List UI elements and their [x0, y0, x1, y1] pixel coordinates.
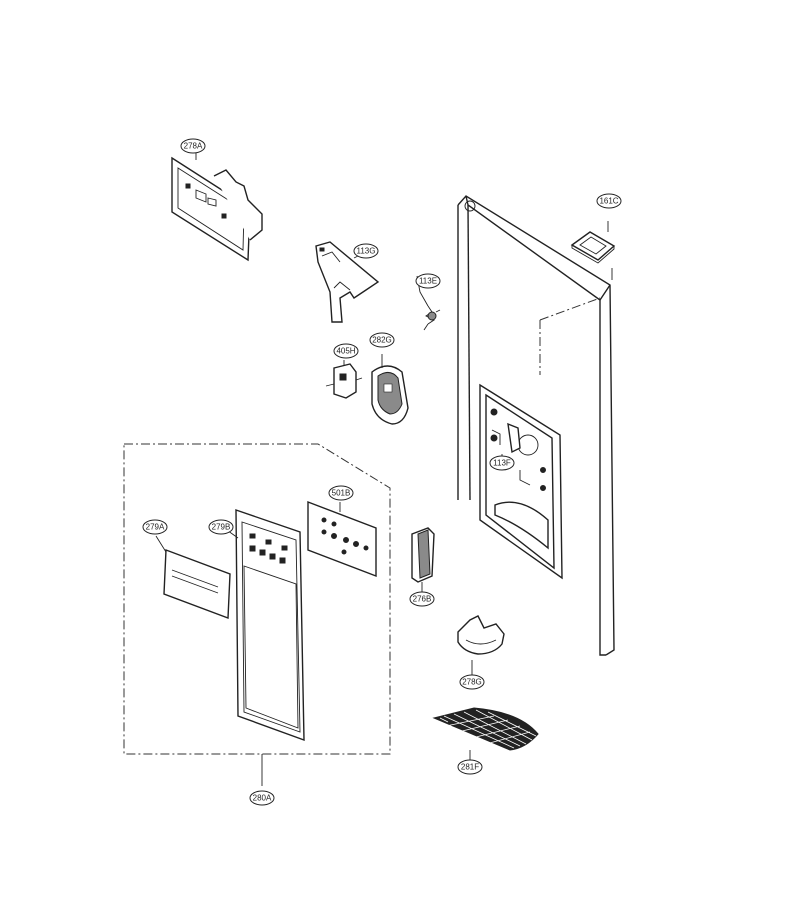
part-113f: [501, 422, 521, 458]
dispenser-recess: [479, 383, 563, 580]
svg-text:113F: 113F: [493, 459, 511, 468]
callout-280a: 280A: [249, 790, 275, 806]
part-276b: [411, 527, 435, 592]
assembly-280a-box: [123, 443, 391, 786]
callout-161c: 161C: [596, 193, 622, 209]
svg-text:278G: 278G: [462, 678, 482, 687]
svg-text:280A: 280A: [253, 794, 272, 803]
callout-405h: 405H: [333, 343, 359, 359]
callout-113e: 113E: [415, 273, 441, 289]
callout-276b: 276B: [409, 591, 435, 607]
part-113e: [416, 275, 441, 331]
svg-text:161C: 161C: [599, 197, 618, 206]
svg-text:282G: 282G: [372, 336, 392, 345]
svg-text:278A: 278A: [184, 142, 203, 151]
svg-text:113G: 113G: [357, 247, 376, 256]
callout-282g: 282G: [369, 332, 395, 348]
door-panel: [457, 195, 615, 656]
part-281f: [432, 707, 539, 760]
svg-text:113E: 113E: [419, 277, 437, 286]
part-278a: [171, 152, 263, 262]
part-278g: [457, 615, 505, 676]
part-282g: [371, 354, 409, 425]
svg-text:405H: 405H: [336, 347, 355, 356]
callout-279b: 279B: [208, 519, 234, 535]
part-279a: [155, 535, 231, 619]
part-501b: [307, 500, 377, 578]
callout-113f: 113F: [489, 455, 515, 471]
svg-text:501B: 501B: [332, 489, 351, 498]
callout-113g: 113G: [353, 243, 379, 259]
callout-278a: 278A: [180, 138, 206, 154]
svg-text:276B: 276B: [413, 595, 432, 604]
callout-501b: 501B: [328, 485, 354, 501]
part-113g: [315, 241, 380, 323]
part-279b: [223, 509, 305, 742]
part-405h: [325, 360, 363, 399]
callout-281f: 281F: [457, 759, 483, 775]
svg-text:281F: 281F: [461, 763, 479, 772]
callout-278g: 278G: [459, 674, 485, 690]
part-161c: [570, 221, 616, 280]
svg-text:279B: 279B: [212, 523, 231, 532]
callout-279a: 279A: [142, 519, 168, 535]
svg-text:279A: 279A: [146, 523, 165, 532]
